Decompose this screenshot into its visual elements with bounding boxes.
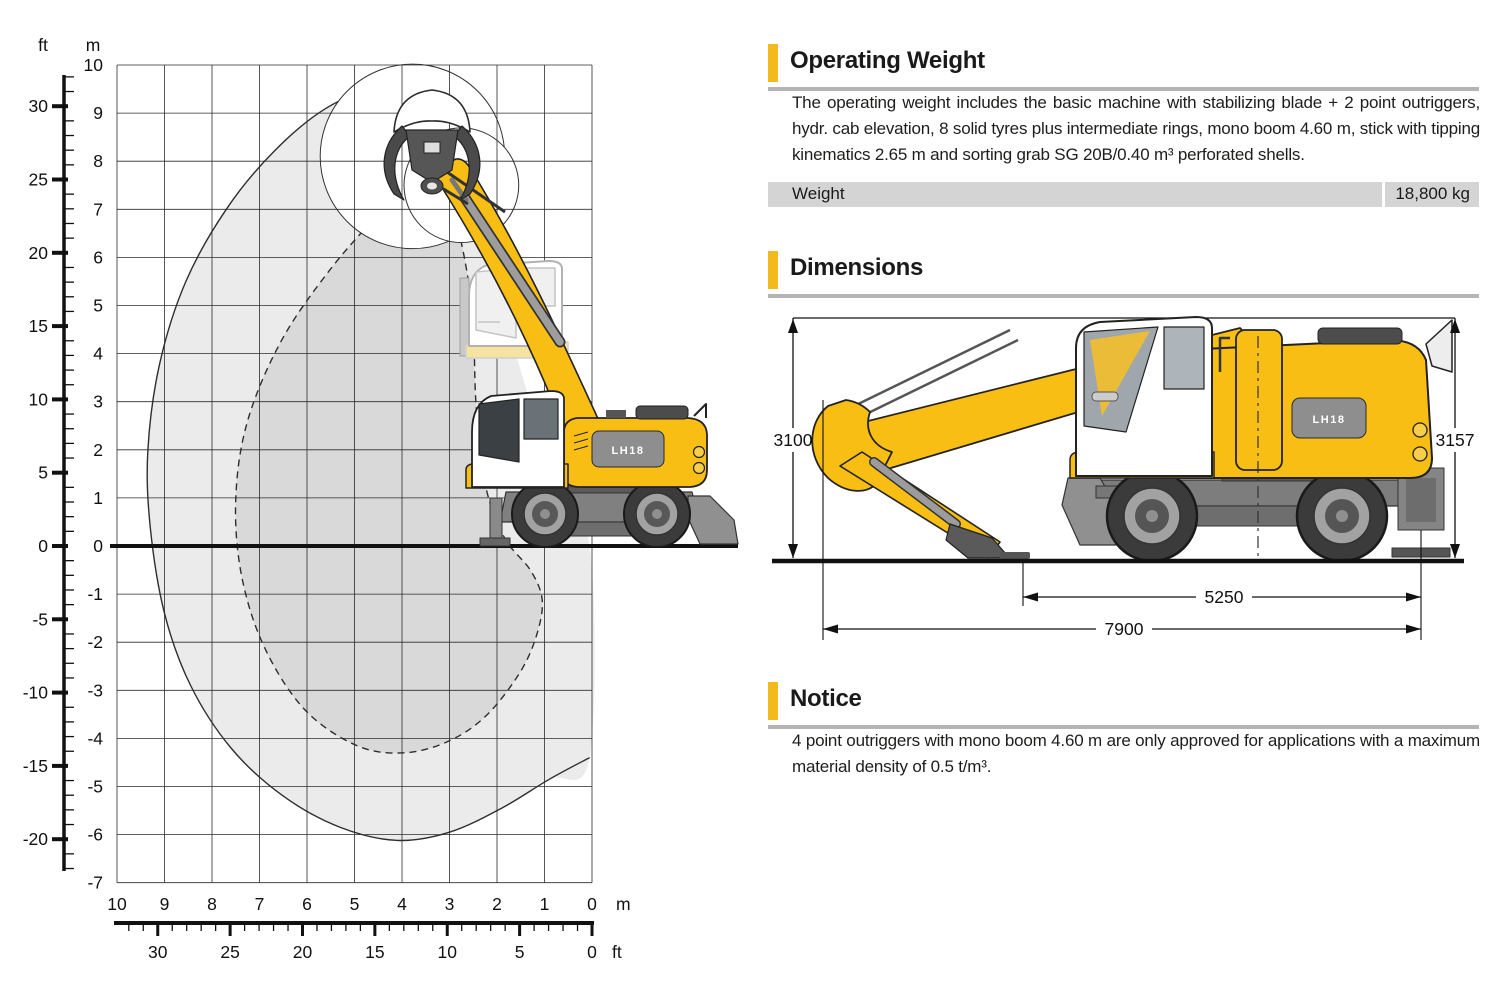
dimensions-figure: LH18 xyxy=(772,316,1475,640)
tick-label: 10 xyxy=(107,894,127,914)
tick-label: 30 xyxy=(148,942,168,962)
tick-label: 7 xyxy=(255,894,265,914)
tick-label: -5 xyxy=(87,777,103,797)
tick-label: 1 xyxy=(93,488,103,508)
tick-label: 30 xyxy=(29,96,49,116)
tick-label: 10 xyxy=(84,55,104,75)
axis-unit-ft: ft xyxy=(38,35,48,55)
tick-label: 2 xyxy=(492,894,502,914)
axis-unit-bottom-m: m xyxy=(616,894,631,914)
chart-grid xyxy=(116,64,593,884)
operating-weight-text: The operating weight includes the basic … xyxy=(792,93,1480,164)
tick-label: 15 xyxy=(365,942,384,962)
section-rule xyxy=(768,294,1479,298)
axis-unit-m: m xyxy=(86,35,101,55)
tick-label: -10 xyxy=(23,683,49,703)
tick-label: 8 xyxy=(207,894,217,914)
tick-label: 0 xyxy=(587,894,597,914)
tick-label: 0 xyxy=(38,536,48,556)
dim-length-inner: 5250 xyxy=(1205,587,1244,607)
sorting-grab-icon xyxy=(383,89,481,206)
tick-label: -6 xyxy=(87,825,103,845)
boom-illustration xyxy=(435,158,629,487)
tick-label: -20 xyxy=(23,829,49,849)
tick-label: 8 xyxy=(93,151,103,171)
tick-label: 5 xyxy=(515,942,525,962)
tick-label: 7 xyxy=(93,199,103,219)
weight-value: 18,800 kg xyxy=(1395,184,1470,203)
dim-height-cab: 3157 xyxy=(1436,430,1475,450)
tick-label: 20 xyxy=(29,243,49,263)
tick-label: -15 xyxy=(23,756,48,776)
tick-label: 6 xyxy=(302,894,312,914)
tick-label: -7 xyxy=(87,873,103,893)
tick-label: 3 xyxy=(445,894,455,914)
tick-label: 5 xyxy=(350,894,360,914)
tick-label: 1 xyxy=(540,894,550,914)
front-wheel xyxy=(1105,469,1199,563)
tick-label: 0 xyxy=(93,536,103,556)
axis-unit-bottom-ft: ft xyxy=(612,942,622,962)
tick-label: 5 xyxy=(93,296,103,316)
excavator-illustration: LH18 xyxy=(465,390,739,548)
section-title-operating-weight: Operating Weight xyxy=(790,47,985,74)
model-badge-label: LH18 xyxy=(1313,414,1346,426)
tick-label: 4 xyxy=(397,894,407,914)
tick-label: 10 xyxy=(29,389,49,409)
side-view-machine: LH18 xyxy=(811,316,1453,563)
table-divider xyxy=(1382,182,1385,207)
accent-bar xyxy=(768,682,778,720)
weight-table-row: Weight 18,800 kg xyxy=(768,182,1479,207)
tick-label: 0 xyxy=(587,942,597,962)
section-title-notice: Notice xyxy=(790,685,862,712)
model-badge-label: LH18 xyxy=(612,445,645,457)
tick-label: 9 xyxy=(160,894,170,914)
section-title-dimensions: Dimensions xyxy=(790,254,924,281)
tick-label: 9 xyxy=(93,103,103,123)
tick-label: -1 xyxy=(87,584,103,604)
tick-label: 2 xyxy=(93,440,103,460)
tick-label: 15 xyxy=(29,316,48,336)
tick-label: -3 xyxy=(87,680,103,700)
accent-bar xyxy=(768,44,778,82)
rear-wheel xyxy=(623,480,691,548)
tick-label: 5 xyxy=(38,463,48,483)
dimension-lines xyxy=(788,318,1460,640)
max-envelope-outline xyxy=(146,88,590,842)
accent-bar xyxy=(768,251,778,289)
tick-label: 25 xyxy=(220,942,239,962)
tick-label: 10 xyxy=(438,942,458,962)
model-badge xyxy=(591,430,665,468)
section-rule xyxy=(768,725,1479,729)
notice-text: 4 point outriggers with mono boom 4.60 m… xyxy=(792,731,1480,776)
rear-wheel xyxy=(1295,469,1389,563)
front-wheel xyxy=(511,480,579,548)
tick-label: 6 xyxy=(93,247,103,267)
tick-label: 3 xyxy=(93,392,103,412)
tick-label: -5 xyxy=(32,609,48,629)
tick-label: 4 xyxy=(93,344,103,364)
tick-label: 25 xyxy=(29,170,48,190)
dim-length-overall: 7900 xyxy=(1105,619,1144,639)
section-rule xyxy=(768,87,1479,91)
model-badge xyxy=(1291,397,1367,439)
tick-label: -2 xyxy=(87,632,103,652)
weight-label: Weight xyxy=(792,184,845,203)
dim-height-boom: 3100 xyxy=(774,430,813,450)
tick-label: 20 xyxy=(293,942,313,962)
tick-label: -4 xyxy=(87,728,103,748)
